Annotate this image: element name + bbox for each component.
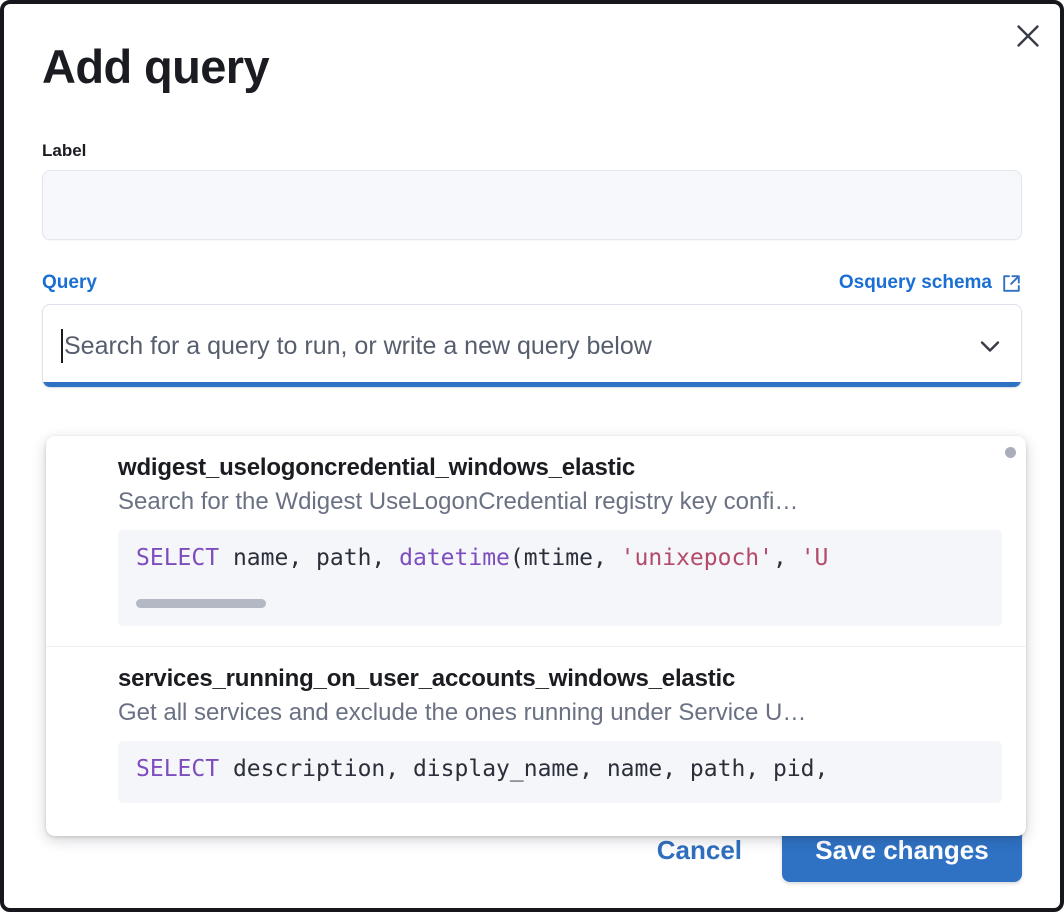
close-icon [1015,23,1041,49]
sql-token-plain: (mtime, [509,545,621,571]
label-field-group: Label [42,141,1022,241]
code-horizontal-scrollbar[interactable] [136,599,266,608]
query-suggestion-code: SELECT name, path, datetime(mtime, 'unix… [118,530,1002,626]
chevron-down-icon[interactable] [975,331,1005,361]
sql-token-plain: , [773,545,801,571]
query-suggestion-code: SELECT description, display_name, name, … [118,741,1002,803]
cancel-button[interactable]: Cancel [653,829,746,872]
text-cursor [61,329,63,364]
query-suggestions-list: wdigest_uselogoncredential_windows_elast… [46,436,1026,836]
query-suggestion-title: wdigest_uselogoncredential_windows_elast… [118,454,636,481]
sql-token-plain: name, path, [219,545,400,571]
query-suggestions-dropdown: wdigest_uselogoncredential_windows_elast… [46,436,1026,836]
query-search-placeholder: Search for a query to run, or write a ne… [64,331,652,360]
label-field-label: Label [42,141,87,161]
query-suggestion-item[interactable]: wdigest_uselogoncredential_windows_elast… [46,436,1026,646]
query-suggestion-description: Get all services and exclude the ones ru… [118,699,807,726]
query-suggestion-description: Search for the Wdigest UseLogonCredentia… [118,488,799,515]
focus-underline [43,382,1021,388]
osquery-schema-link[interactable]: Osquery schema [839,272,1022,294]
external-link-icon [1001,273,1022,294]
dropdown-scrollbar[interactable] [1005,447,1016,458]
sql-token-plain: description, display_name, name, path, p… [219,756,829,782]
page-title: Add query [42,40,270,93]
label-input[interactable] [42,170,1022,241]
query-field-label: Query [42,272,97,294]
query-field-header: Query Osquery schema [42,272,1022,294]
query-search-combobox[interactable]: Search for a query to run, or write a ne… [42,304,1022,389]
osquery-schema-link-label: Osquery schema [838,272,992,294]
sql-token-keyword: SELECT [136,545,220,571]
sql-code-line: SELECT name, path, datetime(mtime, 'unix… [136,544,1002,574]
sql-token-function: datetime [399,545,510,571]
query-suggestion-item[interactable]: services_running_on_user_accounts_window… [46,646,1026,823]
sql-token-string: 'unixepoch' [620,545,773,571]
query-suggestion-title: services_running_on_user_accounts_window… [118,665,736,692]
modal-body: Add query Label Query Osquery schema Se [4,4,1060,389]
close-button[interactable] [1006,14,1050,58]
sql-token-string: 'U [800,545,829,571]
sql-code-line: SELECT description, display_name, name, … [136,755,1002,785]
sql-token-keyword: SELECT [136,756,220,782]
